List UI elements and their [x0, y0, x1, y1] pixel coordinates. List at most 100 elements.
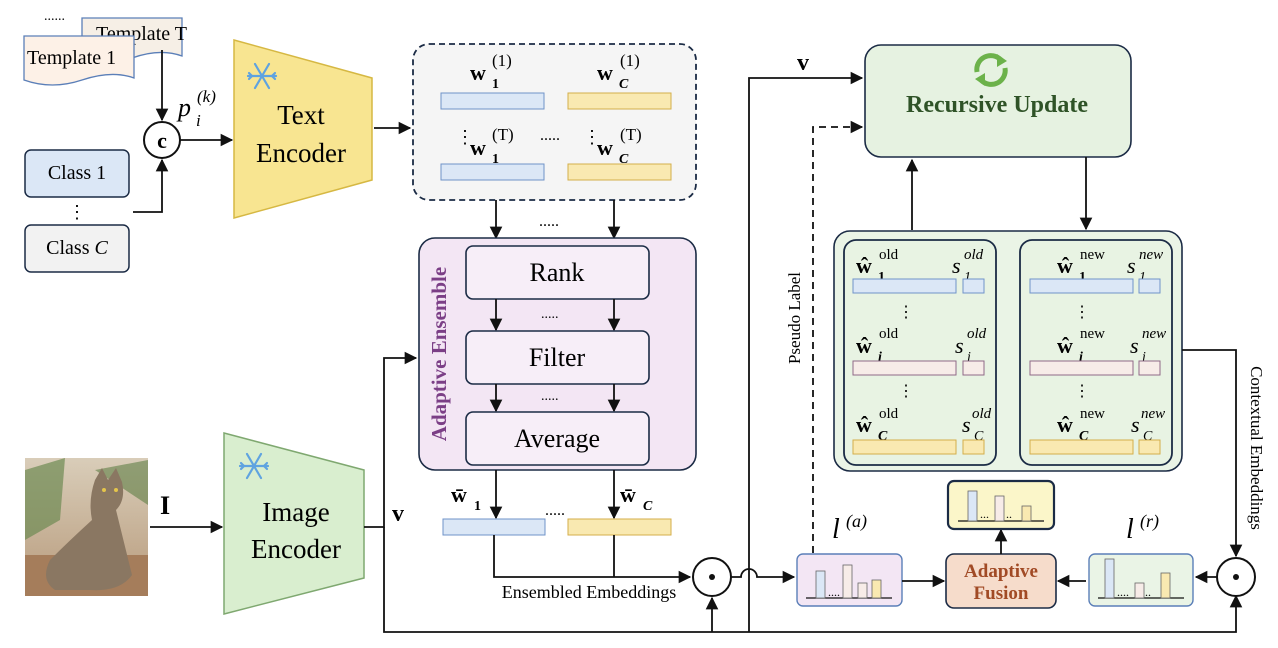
text-encoder-line2: Encoder: [256, 138, 346, 168]
svg-text:C: C: [1079, 429, 1089, 444]
svg-text:1: 1: [964, 270, 971, 285]
w1-T-label: w 1 (T): [470, 125, 514, 167]
svg-text:....: ....: [1117, 585, 1129, 599]
wC-T-label: w C (T): [597, 125, 642, 167]
svg-text:w: w: [470, 60, 486, 85]
v-to-recursive-arrow: [748, 71, 864, 632]
dot-product-r: [1216, 557, 1256, 597]
concat-operator: c: [143, 121, 181, 159]
concat-symbol: c: [157, 128, 167, 153]
adaptive-ensemble: Adaptive Ensemble Rank ..... Filter ....…: [418, 237, 697, 471]
fusion-line2: Fusion: [974, 583, 1029, 604]
template-dots: ......: [44, 9, 65, 24]
svg-text:new: new: [1142, 326, 1166, 342]
wC-1-label: w C (1): [597, 51, 640, 92]
svg-text:old: old: [964, 247, 984, 263]
svg-text:p: p: [176, 93, 191, 122]
pseudo-label-text: Pseudo Label: [785, 272, 804, 364]
svg-text:s: s: [962, 412, 971, 437]
wC-T-bar: [567, 163, 672, 181]
svg-text:w: w: [597, 135, 613, 160]
svg-text:l: l: [1126, 514, 1134, 545]
fused-logits-box: ... ..: [946, 479, 1056, 531]
svg-text:new: new: [1080, 406, 1105, 422]
svg-text:..: ..: [1145, 585, 1151, 599]
ensembled-caption: Ensembled Embeddings: [502, 582, 676, 602]
ensembled-dots: .....: [545, 502, 565, 519]
class-list: Class 1 ⋮ Class C: [24, 149, 130, 273]
v-label-image: v: [392, 501, 404, 527]
new-si-label: s i new: [1130, 326, 1166, 365]
logits-r-box: .... ..: [1088, 553, 1194, 607]
svg-text:1: 1: [474, 499, 481, 514]
svg-text:old: old: [879, 406, 899, 422]
svg-text:C: C: [619, 77, 629, 92]
svg-text:...: ...: [980, 507, 989, 521]
svg-text:i: i: [196, 111, 201, 130]
pseudo-label-arrow: [812, 120, 864, 553]
w-vdots-left: ⋮: [456, 127, 474, 147]
v-to-ensemble-arrow: [364, 351, 418, 528]
svg-text:⋮: ⋮: [898, 304, 914, 321]
adaptive-fusion: Adaptive Fusion: [945, 553, 1057, 609]
template-1-card: [23, 35, 135, 86]
image-encoder-line2: Encoder: [251, 534, 341, 564]
svg-text:ŵ: ŵ: [856, 333, 872, 358]
svg-text:ŵ: ŵ: [856, 412, 872, 437]
fusion-line1: Adaptive: [964, 561, 1038, 582]
memory-new-entries: ŵ 1 new s 1 new ⋮ ŵ i new s i new ⋮ ŵ C …: [1029, 247, 1166, 455]
svg-text:l: l: [832, 514, 840, 545]
svg-text:old: old: [879, 326, 899, 342]
svg-text:C: C: [619, 152, 629, 167]
svg-text:old: old: [879, 247, 899, 263]
old-wC-label: ŵ C old: [856, 406, 899, 444]
average-label: Average: [514, 424, 600, 453]
svg-text:1: 1: [1139, 270, 1146, 285]
svg-text:(k): (k): [197, 87, 216, 106]
new-s1-label: s 1 new: [1127, 247, 1163, 285]
class-to-concat-arrow: [133, 158, 169, 213]
svg-text:ŵ: ŵ: [1057, 253, 1073, 278]
class-1-label: Class 1: [48, 162, 106, 184]
svg-text:new: new: [1141, 406, 1165, 422]
svg-text:(a): (a): [846, 511, 867, 532]
svg-text:s: s: [952, 253, 961, 278]
svg-text:ŵ: ŵ: [1057, 412, 1073, 437]
svg-text:i: i: [1079, 350, 1083, 365]
new-w1-label: ŵ 1 new: [1057, 247, 1105, 285]
filter-step: [465, 330, 650, 385]
ensembled-to-dot-arrow: [493, 535, 692, 584]
w-bar-1-label: w̄ 1: [451, 482, 481, 514]
svg-text:1: 1: [492, 152, 499, 167]
ensembled-w1-bar: [442, 518, 546, 536]
svg-text:i: i: [1142, 350, 1146, 365]
svg-text:(T): (T): [492, 125, 514, 144]
snowflake-icon: [238, 452, 270, 480]
svg-text:(T): (T): [620, 125, 642, 144]
svg-text:(1): (1): [620, 51, 640, 70]
new-wi-label: ŵ i new: [1057, 326, 1105, 365]
svg-text:i: i: [967, 350, 971, 365]
svg-text:s: s: [1130, 333, 1139, 358]
ensembled-wC-bar: [567, 518, 672, 536]
w1-T-bar: [440, 163, 545, 181]
old-s1-label: s 1 old: [952, 247, 984, 285]
class-c-box: [24, 224, 130, 273]
svg-text:⋮: ⋮: [898, 383, 914, 400]
svg-text:C: C: [1143, 429, 1153, 444]
logits-a-label: l (a): [832, 511, 867, 545]
memory-old-entries: ŵ 1 old s 1 old ⋮ ŵ i old s i old ⋮ ŵ C …: [852, 247, 992, 455]
filter-label: Filter: [529, 343, 586, 372]
class-c-label: Class C: [46, 237, 108, 259]
text-encoder: Text Encoder: [233, 39, 373, 219]
dot-product-a: [692, 557, 732, 597]
svg-text:w̄: w̄: [451, 482, 467, 507]
recycle-icon: [974, 53, 1008, 87]
svg-text:C: C: [878, 429, 888, 444]
class-vdots: ⋮: [68, 202, 86, 222]
ensemble-input-dots: .....: [539, 213, 559, 230]
svg-text:new: new: [1139, 247, 1163, 263]
rank-step: [465, 245, 650, 300]
prompt-symbol: p i (k): [176, 87, 216, 130]
old-si-label: s i old: [955, 326, 987, 365]
